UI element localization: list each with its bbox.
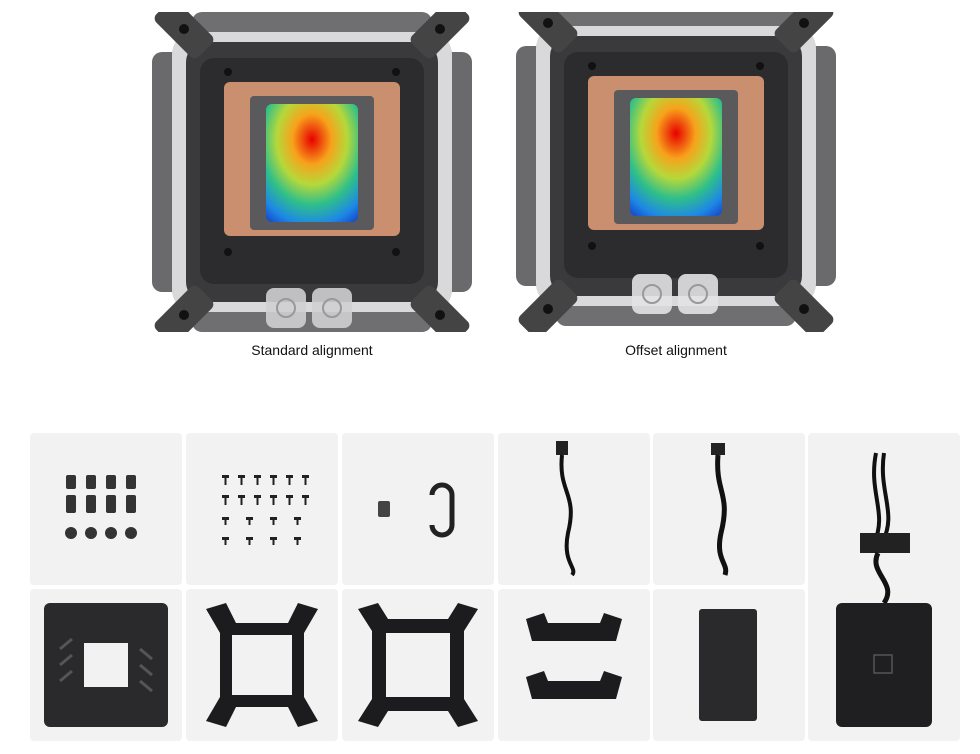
accessory-fan-cable <box>653 433 805 585</box>
standard-alignment-image <box>152 0 472 347</box>
accessory-intel-bracket <box>186 589 338 741</box>
accessory-intel-bracket-alt <box>342 589 494 741</box>
accessory-screws <box>186 433 338 585</box>
offset-alignment-caption: Offset alignment <box>625 342 727 358</box>
offset-alignment-image <box>516 0 836 341</box>
accessory-backplate <box>30 589 182 741</box>
pump-fittings <box>266 288 352 328</box>
accessory-argb-cable <box>498 433 650 585</box>
accessory-tool-and-clip <box>342 433 494 585</box>
accessory-thermal-pad <box>653 589 805 741</box>
pump-fittings <box>632 274 718 314</box>
standard-alignment-caption: Standard alignment <box>251 342 373 358</box>
accessory-controller-hub <box>808 433 960 741</box>
accessory-amd-brackets <box>498 589 650 741</box>
brand-logo-icon <box>873 654 893 674</box>
accessory-standoffs-and-nuts <box>30 433 182 585</box>
